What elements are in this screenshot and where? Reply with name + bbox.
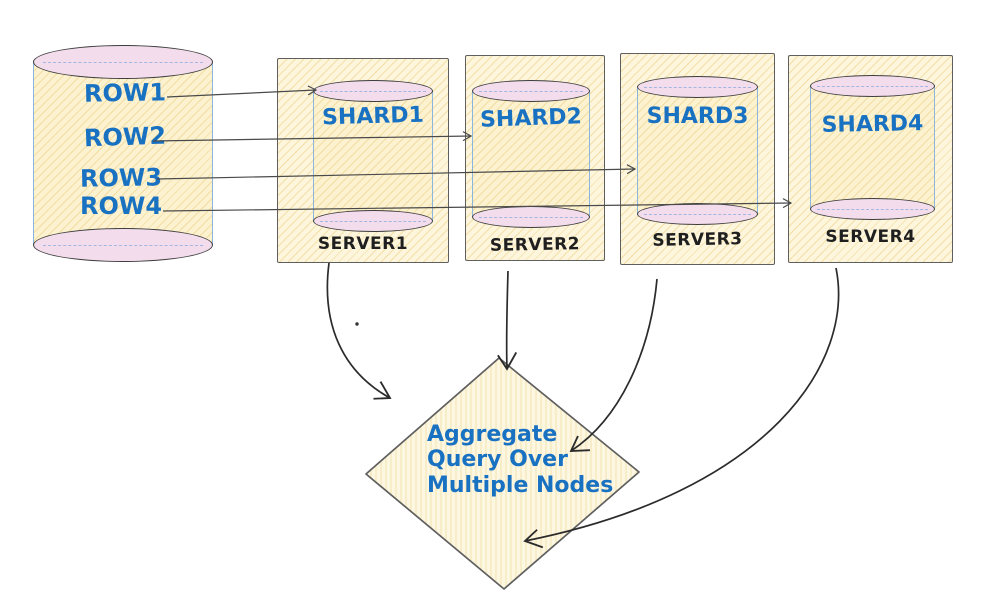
shard2-cylinder-top xyxy=(472,80,590,102)
database-cylinder-top xyxy=(33,45,213,79)
shard4-cylinder-top xyxy=(810,75,935,97)
shard2-cylinder-body xyxy=(472,91,590,217)
shard3-label: SHARD3 xyxy=(646,104,749,129)
shard1-cylinder-top xyxy=(313,80,433,102)
shard3-cylinder-top xyxy=(637,76,758,98)
server1-to-aggregate-arrow xyxy=(326,262,392,400)
aggregate-label-line1: Aggregate xyxy=(427,422,558,447)
shard2-cylinder-bottom xyxy=(472,206,590,228)
server4-label: SERVER4 xyxy=(825,227,916,247)
ink-dot xyxy=(355,322,359,326)
aggregate-label-line3: Multiple Nodes xyxy=(427,472,614,498)
aggregate-label-line2: Query Over xyxy=(427,447,568,473)
row1-label: ROW1 xyxy=(83,78,167,108)
row4-label: ROW4 xyxy=(80,192,163,220)
database-cylinder-bottom xyxy=(33,228,213,262)
shard1-label: SHARD1 xyxy=(321,102,425,131)
shard3-cylinder-body xyxy=(637,87,758,214)
row3-label: ROW3 xyxy=(79,163,163,193)
shard3-cylinder-bottom xyxy=(637,203,758,225)
server2-to-aggregate-arrow xyxy=(497,270,518,371)
aggregate-label: Aggregate Query Over Multiple Nodes xyxy=(427,422,613,498)
row2-label: ROW2 xyxy=(83,121,167,153)
shard1-cylinder-body xyxy=(313,91,433,221)
server4-to-aggregate-arrow xyxy=(523,267,840,549)
shard1-cylinder-bottom xyxy=(313,210,433,232)
shard4-cylinder-bottom xyxy=(810,198,935,220)
shard2-label: SHARD2 xyxy=(479,104,583,133)
shard4-cylinder-body xyxy=(810,86,935,209)
server1-label: SERVER1 xyxy=(317,234,409,254)
server2-label: SERVER2 xyxy=(489,234,581,256)
server3-label: SERVER3 xyxy=(652,229,743,251)
shard4-label: SHARD4 xyxy=(821,111,924,138)
